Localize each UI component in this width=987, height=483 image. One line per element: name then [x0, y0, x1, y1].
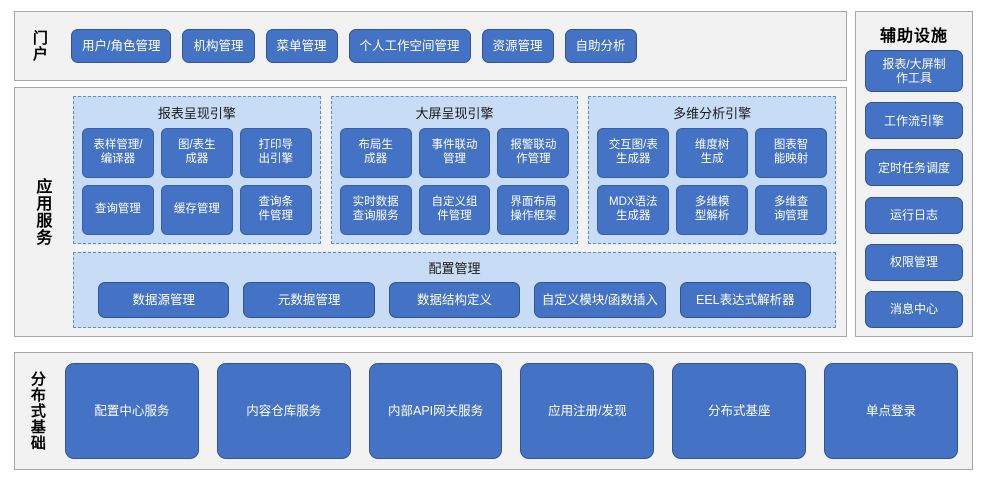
engine-1-item-1[interactable]: 事件联动 管理 — [418, 128, 491, 178]
engine-0-item-1[interactable]: 图/表生 成器 — [160, 128, 233, 178]
engine-1-item-4[interactable]: 自定义组 件管理 — [418, 185, 491, 235]
engine-2-item-0[interactable]: 交互图/表 生成器 — [597, 128, 670, 178]
engine-group-0: 报表呈现引擎表样管理/ 编译器图/表生 成器打印导 出引擎查询管理缓存管理查询条… — [73, 96, 321, 244]
distributed-infrastructure-section-label: 分布式基础 — [28, 371, 46, 451]
engine-group-1: 大屏呈现引擎布局生 成器事件联动 管理报警联动 作管理实时数据 查询服务自定义组… — [330, 96, 579, 244]
engine-2-item-2[interactable]: 图表智 能映射 — [755, 128, 828, 178]
engine-group-1-title: 大屏呈现引擎 — [415, 106, 494, 121]
infrastructure-item-2[interactable]: 内部API网关服务 — [368, 363, 503, 459]
config-management-item-list: 数据源管理元数据管理数据结构定义自定义模块/函数插入 EEL表达式解析器 — [84, 282, 825, 318]
engine-group-2-title: 多维分析引擎 — [673, 106, 752, 121]
engine-0-item-4[interactable]: 缓存管理 — [160, 185, 233, 235]
portal-item-3[interactable]: 个人工作空间管理 — [348, 29, 471, 63]
engine-group-2: 多维分析引擎交互图/表 生成器维度树 生成图表智 能映射 MDX语法 生成器多维模… — [588, 96, 837, 244]
auxiliary-item-1[interactable]: 工作流引擎 — [865, 102, 963, 140]
engine-1-item-5[interactable]: 界面布局 操作框架 — [497, 185, 570, 235]
auxiliary-item-5[interactable]: 消息中心 — [865, 290, 963, 328]
infrastructure-item-3[interactable]: 应用注册/发现 — [520, 363, 655, 459]
engine-group-0-title: 报表呈现引擎 — [157, 106, 236, 121]
engine-2-item-5[interactable]: 多维查 询管理 — [755, 185, 828, 235]
auxiliary-item-0[interactable]: 报表/大屏制 作工具 — [865, 50, 963, 92]
portal-item-1[interactable]: 机构管理 — [182, 29, 255, 63]
engine-group-1-item-list: 布局生 成器事件联动 管理报警联动 作管理实时数据 查询服务自定义组 件管理界面… — [339, 128, 570, 235]
engine-0-item-0[interactable]: 表样管理/ 编译器 — [82, 128, 154, 178]
auxiliary-facilities-item-list: 报表/大屏制 作工具工作流引擎定时任务调度运行日志权限管理消息中心 — [865, 50, 963, 328]
portal-item-5[interactable]: 自助分析 — [564, 29, 637, 63]
auxiliary-item-3[interactable]: 运行日志 — [865, 196, 963, 234]
engine-2-item-3[interactable]: MDX语法 生成器 — [597, 185, 670, 235]
auxiliary-facilities-section: 辅助设施 报表/大屏制 作工具工作流引擎定时任务调度运行日志权限管理消息中心 — [855, 11, 973, 337]
application-service-section-label: 应用服务 — [33, 178, 51, 246]
engine-group-0-item-list: 表样管理/ 编译器图/表生 成器打印导 出引擎查询管理缓存管理查询条 件管理 — [82, 128, 312, 235]
engine-2-item-4[interactable]: 多维模 型解析 — [676, 185, 749, 235]
auxiliary-item-2[interactable]: 定时任务调度 — [865, 149, 963, 187]
infrastructure-item-5[interactable]: 单点登录 — [824, 363, 958, 459]
infrastructure-item-0[interactable]: 配置中心服务 — [65, 363, 199, 459]
config-item-3[interactable]: 自定义模块/函数插入 — [534, 282, 666, 318]
config-item-2[interactable]: 数据结构定义 — [388, 282, 521, 318]
config-item-0[interactable]: 数据源管理 — [98, 282, 230, 318]
portal-item-4[interactable]: 资源管理 — [481, 29, 554, 63]
engine-1-item-2[interactable]: 报警联动 作管理 — [497, 128, 570, 178]
portal-section-label: 门户 — [30, 30, 48, 62]
auxiliary-facilities-title: 辅助设施 — [879, 28, 948, 45]
config-management-title: 配置管理 — [428, 261, 481, 276]
config-management-group: 配置管理 数据源管理元数据管理数据结构定义自定义模块/函数插入 EEL表达式解析器 — [73, 252, 836, 328]
config-item-1[interactable]: 元数据管理 — [243, 282, 375, 318]
config-item-4[interactable]: EEL表达式解析器 — [679, 282, 812, 318]
distributed-infrastructure-item-list: 配置中心服务内容仓库服务内部API网关服务应用注册/发现分布式基座单点登录 — [65, 363, 958, 459]
engine-1-item-0[interactable]: 布局生 成器 — [339, 128, 412, 178]
infrastructure-item-4[interactable]: 分布式基座 — [672, 363, 807, 459]
auxiliary-item-4[interactable]: 权限管理 — [865, 243, 963, 281]
application-service-section: 应用服务 报表呈现引擎表样管理/ 编译器图/表生 成器打印导 出引擎查询管理缓存… — [14, 87, 847, 337]
portal-item-list: 用户/角色管理机构管理菜单管理个人工作空间管理资源管理自助分析 — [71, 12, 838, 80]
distributed-infrastructure-section: 分布式基础 配置中心服务内容仓库服务内部API网关服务应用注册/发现分布式基座单… — [14, 352, 973, 470]
engine-1-item-3[interactable]: 实时数据 查询服务 — [339, 185, 412, 235]
engine-group-2-item-list: 交互图/表 生成器维度树 生成图表智 能映射 MDX语法 生成器多维模 型解析多维… — [597, 128, 828, 235]
portal-section: 门户 用户/角色管理机构管理菜单管理个人工作空间管理资源管理自助分析 — [14, 11, 847, 81]
application-service-body: 报表呈现引擎表样管理/ 编译器图/表生 成器打印导 出引擎查询管理缓存管理查询条… — [73, 96, 837, 328]
engine-0-item-3[interactable]: 查询管理 — [82, 185, 154, 235]
engine-2-item-1[interactable]: 维度树 生成 — [676, 128, 749, 178]
portal-item-2[interactable]: 菜单管理 — [265, 29, 338, 63]
portal-item-0[interactable]: 用户/角色管理 — [71, 29, 172, 63]
engine-group-list: 报表呈现引擎表样管理/ 编译器图/表生 成器打印导 出引擎查询管理缓存管理查询条… — [73, 96, 837, 244]
engine-0-item-5[interactable]: 查询条 件管理 — [239, 185, 312, 235]
infrastructure-item-1[interactable]: 内容仓库服务 — [216, 363, 351, 459]
engine-0-item-2[interactable]: 打印导 出引擎 — [239, 128, 312, 178]
